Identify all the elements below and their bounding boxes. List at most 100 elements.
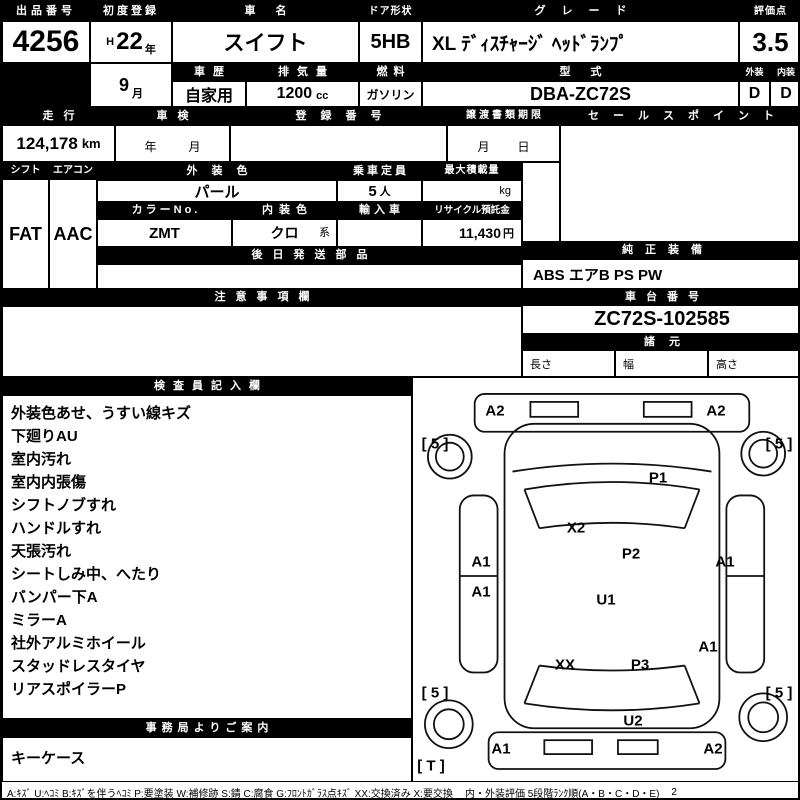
caution-value [2, 306, 522, 377]
inspector-note-line: ハンドルすれ [11, 520, 102, 537]
height-cell: 高さ [708, 350, 798, 377]
import-header: 輸入車 [337, 202, 422, 219]
aircon-value: AAC [49, 179, 97, 289]
damage-marker-5: [ 5 ] [421, 684, 449, 702]
inspection-year-unit: 年 [144, 140, 157, 154]
damage-marker-P2: P2 [621, 545, 641, 563]
history-header: 車歴 [172, 63, 246, 81]
grade-value: XL ﾃﾞｨｽﾁｬｰｼﾞ ﾍｯﾄﾞﾗﾝﾌﾟ [422, 21, 739, 63]
exterior-grade-header: 外装 [739, 63, 770, 81]
blank-black-cell [2, 63, 90, 107]
mileage-value: 124,178 km [2, 125, 115, 162]
year-unit: 年 [144, 44, 156, 56]
inspector-note-line: 下廻りAU [11, 428, 78, 445]
import-value [337, 219, 422, 247]
score-header: 評価点 [739, 2, 798, 21]
chassis-number-value: ZC72S-102585 [522, 305, 798, 334]
transfer-deadline-value: 月 日 [447, 125, 560, 162]
damage-marker-XX: XX [554, 656, 576, 674]
damage-marker-X2: X2 [566, 519, 586, 537]
recycle-fee-value: 11,430 円 [422, 219, 522, 247]
max-load-value: kg [422, 180, 522, 202]
interior-color-header: 内装色 [232, 202, 337, 219]
auction-number-value: 4256 [2, 21, 90, 63]
office-info-value: キーケース [2, 737, 412, 782]
displacement-value: 1200 cc [246, 81, 359, 107]
displacement-unit: cc [316, 90, 329, 102]
height-label: 高さ [716, 358, 738, 371]
length-label: 長さ [530, 358, 552, 371]
grade-header: グレード [422, 2, 739, 21]
mileage-number: 124,178 [16, 133, 78, 153]
recycle-fee-number: 11,430 [458, 225, 501, 241]
interior-color-value: クロ 系 [232, 219, 337, 247]
color-no-value: ZMT [97, 219, 232, 247]
displacement-header: 排気量 [246, 63, 359, 81]
chassis-number-header: 車台番号 [522, 289, 798, 305]
capacity-unit: 人 [379, 186, 391, 198]
factory-equipment-header: 純正装備 [522, 242, 798, 259]
door-shape-header: ドア形状 [359, 2, 422, 21]
capacity-value: 5 人 [337, 180, 422, 202]
first-registration-month: 9 月 [90, 63, 172, 107]
recycle-fee-header: リサイクル預託金 [422, 202, 522, 219]
month-unit: 月 [132, 88, 143, 100]
inspection-month-unit: 月 [188, 140, 201, 154]
inspection-value: 年 月 [115, 125, 230, 162]
inspection-header: 車検 [115, 107, 230, 125]
damage-marker-A1: A1 [471, 553, 491, 571]
interior-color-name: クロ [270, 225, 299, 241]
inspector-note-line: リアスポイラーP [11, 681, 127, 698]
shift-header: シフト [2, 162, 49, 179]
damage-marker-A1: A1 [491, 740, 511, 758]
first-registration-year: H 22 年 [90, 21, 172, 63]
inspector-note-line: 天張汚れ [11, 543, 72, 560]
score-value: 3.5 [739, 21, 798, 63]
exterior-color-header: 外装色 [97, 162, 337, 180]
caution-header: 注意事項欄 [2, 289, 522, 306]
exterior-grade-value: D [739, 81, 770, 107]
damage-marker-P3: P3 [630, 656, 650, 674]
damage-marker-A2: A2 [703, 740, 723, 758]
max-load-header: 最大積載量 [422, 162, 522, 180]
damage-marker-A2: A2 [485, 402, 505, 420]
transfer-month-unit: 月 [477, 140, 490, 154]
model-code-value: DBA-ZC72S [422, 81, 739, 107]
car-name-header: 車名 [172, 2, 359, 21]
registration-number-value [230, 125, 447, 162]
auction-number-header: 出品番号 [2, 2, 90, 21]
later-parts-header: 後日発送部品 [97, 247, 522, 264]
aircon-header: エアコン [49, 162, 97, 179]
width-cell: 幅 [615, 350, 708, 377]
spacer-cell [522, 162, 560, 242]
transfer-day-unit: 日 [517, 140, 530, 154]
inspector-notes-header: 検査員記入欄 [2, 377, 412, 395]
first-reg-year-value: 22 [116, 28, 143, 55]
shift-value: FAT [2, 179, 49, 289]
displacement-number: 1200 [276, 85, 313, 102]
inspector-note-line: スタッドレスタイヤ [11, 658, 146, 675]
mileage-header: 走行 [2, 107, 115, 125]
damage-marker-A1: A1 [698, 638, 718, 656]
inspector-note-line: シートしみ中、へたり [11, 566, 162, 583]
fuel-header: 燃料 [359, 63, 422, 81]
legend-bar: A:ｷｽﾞ U:ﾍｺﾐ B:ｷｽﾞを伴うﾍｺﾐ P:要塗装 W:補修跡 S:錆 … [2, 782, 798, 800]
inspector-note-line: シフトノブすれ [11, 497, 117, 514]
model-code-header: 型式 [422, 63, 739, 81]
car-name-value: スイフト [172, 21, 359, 63]
history-value: 自家用 [172, 81, 246, 107]
color-no-header: カラーNo. [97, 202, 232, 219]
damage-marker-U1: U1 [596, 591, 616, 609]
exterior-color-value: パール [97, 180, 337, 202]
length-cell: 長さ [522, 350, 615, 377]
damage-marker-A1: A1 [471, 583, 491, 601]
factory-equipment-value: ABS エアB PS PW [522, 259, 798, 289]
damage-marker-P1: P1 [648, 469, 668, 487]
car-outline-drawing [424, 393, 788, 770]
interior-color-unit: 系 [319, 227, 330, 239]
legend-codes: A:ｷｽﾞ U:ﾍｺﾐ B:ｷｽﾞを伴うﾍｺﾐ P:要塗装 W:補修跡 S:錆 … [7, 788, 453, 800]
damage-marker-A1: A1 [715, 553, 735, 571]
transfer-deadline-header: 譲渡書類期限 [447, 107, 560, 125]
damage-marker-5: [ 5 ] [765, 435, 793, 453]
